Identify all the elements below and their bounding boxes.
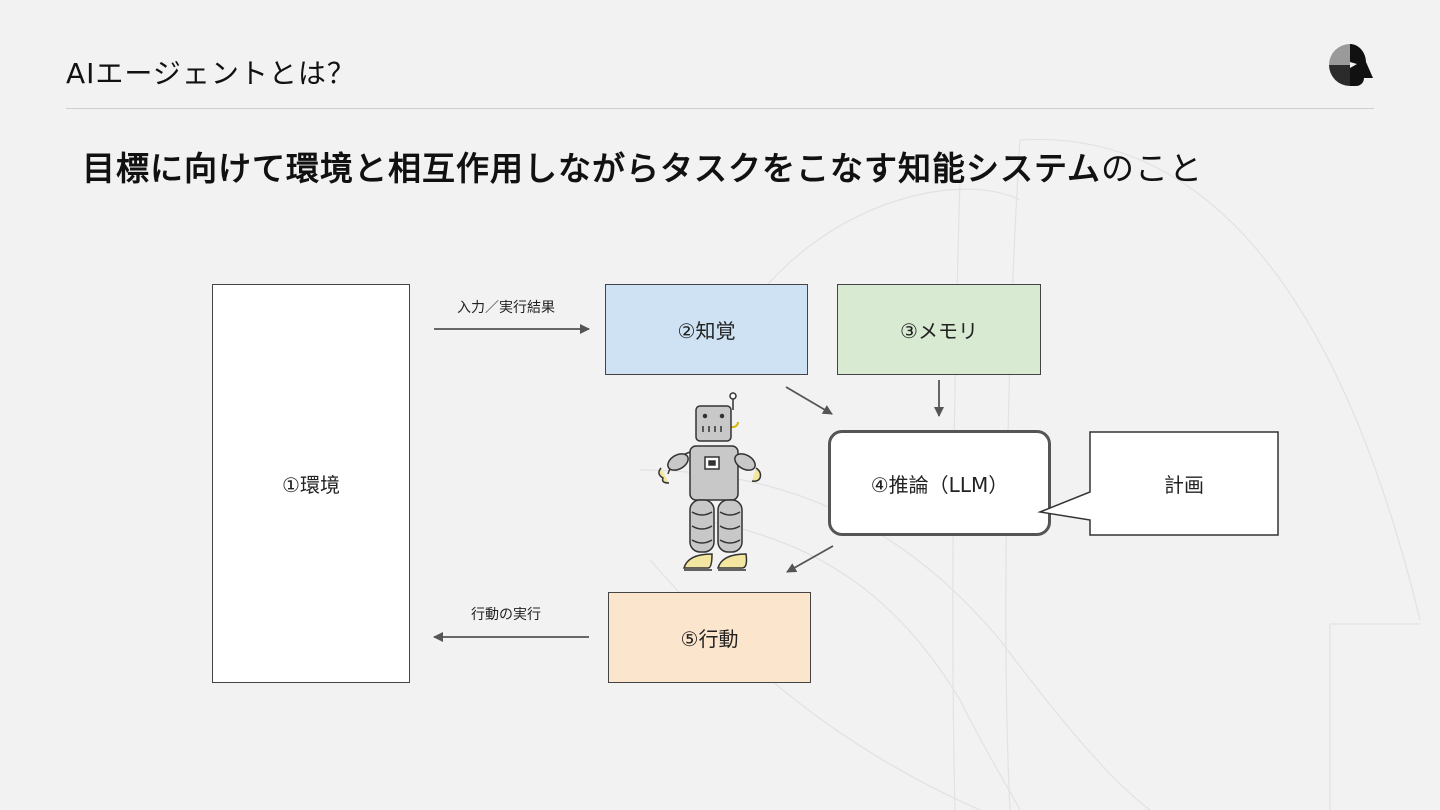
header-divider: [66, 108, 1374, 109]
node-action-label: ⑤行動: [680, 627, 739, 651]
plan-label: 計画: [1164, 473, 1204, 497]
node-reasoning-label: ④推論（LLM）: [870, 472, 1009, 497]
node-memory-label: ③メモリ: [900, 319, 978, 343]
node-environment-label: ①環境: [282, 473, 340, 497]
node-environment: ①環境: [212, 284, 410, 683]
headline-light: のこと: [1101, 149, 1204, 188]
action-edge-label: 行動の実行: [471, 607, 541, 623]
headline: 目標に向けて環境と相互作用しながらタスクをこなす知能システムのこと: [82, 142, 1203, 190]
node-memory: ③メモリ: [837, 284, 1041, 375]
node-perception-label: ②知覚: [677, 319, 736, 343]
node-perception: ②知覚: [605, 284, 808, 375]
page-title: AIエージェントとは？: [66, 57, 356, 90]
input-edge-label: 入力／実行結果: [457, 300, 555, 316]
brand-logo-icon: [1329, 44, 1373, 86]
headline-bold: 目標に向けて環境と相互作用しながらタスクをこなす知能システム: [82, 149, 1102, 188]
node-reasoning: ④推論（LLM）: [828, 430, 1051, 536]
node-action: ⑤行動: [608, 592, 811, 683]
